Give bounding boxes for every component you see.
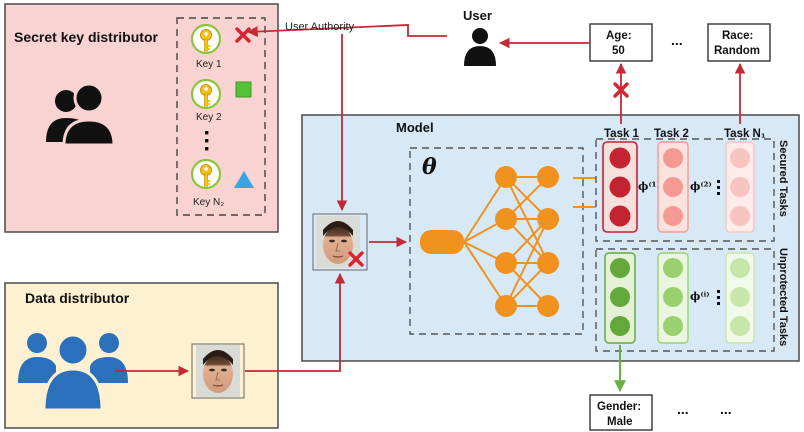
age-value: 50 <box>612 45 625 57</box>
unprotected-tasks-box <box>595 248 775 352</box>
unprotected-task-n-head <box>725 252 755 344</box>
keys-container <box>176 17 266 216</box>
key-n2-triangle-icon <box>234 171 254 188</box>
unprotected-tasks-label: Unprotected Tasks <box>777 248 789 346</box>
gender-name: Gender: <box>597 401 641 413</box>
secured-ellipsis-icon <box>717 180 720 195</box>
key-2-square-icon <box>235 81 252 98</box>
theta-label: θ <box>422 154 437 180</box>
distributed-face-image <box>191 343 245 399</box>
key-2-icon <box>190 78 222 110</box>
race-value: Random <box>714 45 760 57</box>
vertical-ellipsis-icon <box>205 131 209 151</box>
user-authority-label: User Authority <box>285 21 355 33</box>
task-1-head <box>602 141 638 233</box>
key-2-label: Key 2 <box>196 112 222 123</box>
secured-tasks-box <box>595 138 775 242</box>
task-n1-label: Task N₁ <box>724 128 766 140</box>
race-box <box>707 23 771 62</box>
secret-key-panel <box>4 3 279 233</box>
shared-backbone-box <box>409 147 584 335</box>
key-1-label: Key 1 <box>196 59 222 70</box>
data-providers-icon <box>18 333 128 412</box>
task-2-head <box>657 141 689 233</box>
task-n1-head <box>725 141 755 233</box>
secured-tasks-label: Secured Tasks <box>777 140 789 217</box>
gender-box <box>589 394 653 431</box>
key-holders-icon <box>46 82 116 147</box>
data-distributor-title: Data distributor <box>25 290 130 306</box>
race-name: Race: <box>722 30 753 42</box>
bottom-ellipsis-1: ... <box>677 401 689 417</box>
age-name: Age: <box>606 30 632 42</box>
key-1-icon <box>190 23 222 55</box>
gender-value: Male <box>607 416 633 428</box>
key-n2-icon <box>190 158 222 190</box>
data-to-model-arrow <box>245 272 346 372</box>
user-authority-arrow <box>246 24 447 37</box>
secret-key-panel-title: Secret key distributor <box>14 29 158 45</box>
task-1-label: Task 1 <box>604 128 640 140</box>
model-input-face-image <box>312 213 368 271</box>
phi-1-label: ϕ⁽¹⁾ <box>638 180 660 193</box>
age-box <box>589 23 653 62</box>
task-2-label: Task 2 <box>654 128 689 140</box>
key-n2-label: Key N₂ <box>193 197 224 208</box>
phi-2-label: ϕ⁽²⁾ <box>690 180 712 193</box>
input-node <box>420 230 464 254</box>
model-panel-title: Model <box>396 120 434 135</box>
model-panel <box>301 114 800 362</box>
network-edges <box>463 176 596 307</box>
phi-i-label: ϕ⁽ⁱ⁾ <box>690 290 710 303</box>
user-icon <box>464 28 496 66</box>
unprotected-ellipsis-icon <box>717 290 720 305</box>
top-ellipsis: ... <box>671 32 683 48</box>
unprotected-task-1-head <box>604 252 636 344</box>
unprotected-task-2-head <box>657 252 689 344</box>
user-label: User <box>463 8 492 23</box>
bottom-ellipsis-2: ... <box>720 401 732 417</box>
hidden-nodes <box>495 166 559 317</box>
